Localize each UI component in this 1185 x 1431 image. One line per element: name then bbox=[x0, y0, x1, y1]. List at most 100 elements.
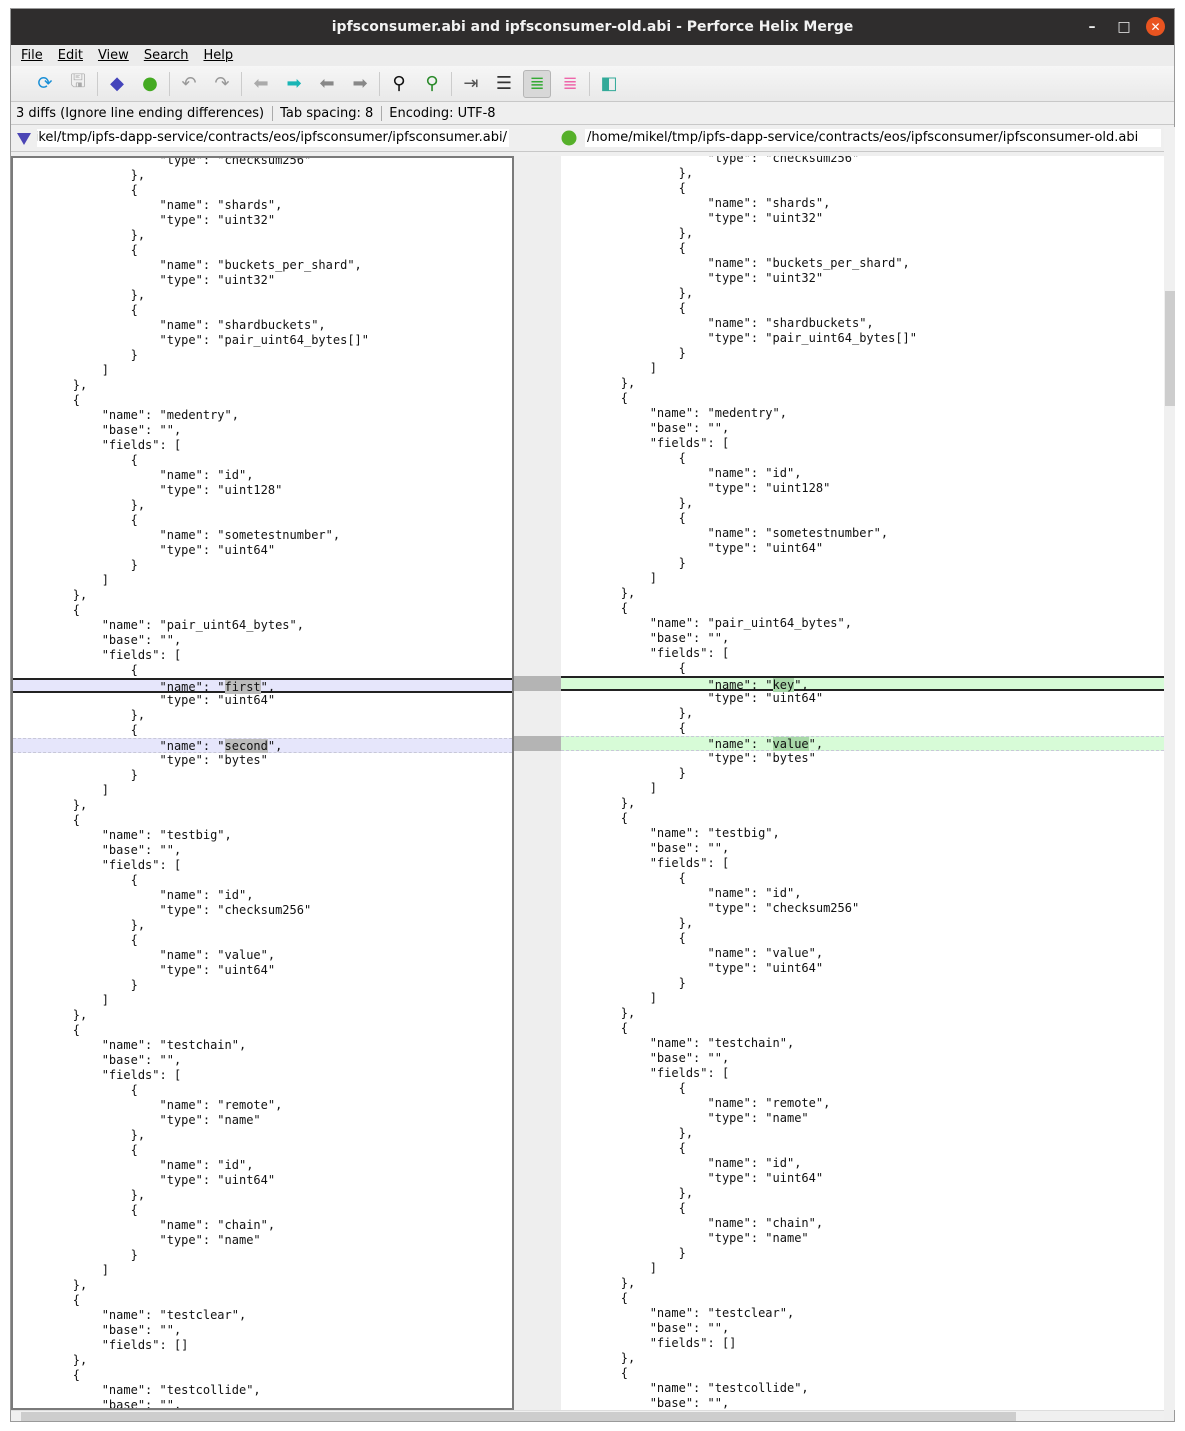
next-change-button[interactable]: ➡ bbox=[346, 70, 374, 98]
diff-suffix: ", bbox=[260, 680, 276, 694]
code-line: "type": "name" bbox=[15, 1233, 261, 1247]
code-line: "type": "uint32" bbox=[15, 213, 276, 227]
left-text-pane[interactable]: "type": "checksum256" }, { "name": "shar… bbox=[11, 156, 514, 1410]
code-line: "base": "", bbox=[15, 1323, 182, 1337]
code-line: }, bbox=[563, 706, 694, 720]
code-line: }, bbox=[15, 1353, 88, 1367]
code-line: }, bbox=[15, 378, 88, 392]
left-file-path[interactable]: /home/mikel/tmp/ipfs-dapp-service/contra… bbox=[37, 129, 509, 147]
line-numbers-icon: ☰ bbox=[495, 73, 513, 94]
minimize-button[interactable]: – bbox=[1088, 19, 1096, 35]
right-text-pane[interactable]: "type": "checksum256" }, { "name": "shar… bbox=[561, 156, 1164, 1410]
code-line: }, bbox=[15, 1008, 88, 1022]
menu-help[interactable]: Help bbox=[203, 48, 234, 63]
previous-change-icon: ⬅ bbox=[319, 73, 335, 94]
code-line: { bbox=[15, 243, 138, 257]
code-line: "type": "name" bbox=[563, 1111, 809, 1125]
previous-change-button[interactable]: ⬅ bbox=[313, 70, 341, 98]
diff-highlight: first bbox=[224, 680, 261, 694]
diff-prefix: "name": " bbox=[563, 678, 773, 692]
toolbar-separator bbox=[241, 71, 242, 96]
code-line: { bbox=[563, 931, 686, 945]
code-line: ] bbox=[563, 1261, 657, 1275]
code-line: "fields": [ bbox=[563, 436, 730, 450]
code-line: "type": "uint32" bbox=[563, 271, 824, 285]
find-next-button[interactable]: ⚲ bbox=[418, 70, 446, 98]
undo-button[interactable]: ↶ bbox=[175, 70, 203, 98]
show-whitespace-button[interactable]: ⇥ bbox=[457, 70, 485, 98]
toolbar: ⟳🖫◆●↶↷⬅➡⬅➡⚲⚲⇥☰≣≣◧ bbox=[11, 66, 1174, 102]
window-title: ipfsconsumer.abi and ipfsconsumer-old.ab… bbox=[331, 19, 854, 35]
menu-file[interactable]: File bbox=[21, 48, 43, 63]
refresh-button[interactable]: ⟳ bbox=[31, 70, 59, 98]
right-file-path[interactable]: /home/mikel/tmp/ipfs-dapp-service/contra… bbox=[585, 129, 1161, 147]
code-line: "name": "testbig", bbox=[563, 826, 780, 840]
save-button[interactable]: 🖫 bbox=[64, 70, 92, 98]
diff-highlight-button[interactable]: ≣ bbox=[523, 69, 551, 98]
code-line: "name": "testcollide", bbox=[15, 1383, 261, 1397]
inline-diff-button[interactable]: ≣ bbox=[556, 70, 584, 98]
right-file-marker-icon bbox=[561, 130, 577, 146]
code-line: "type": "checksum256" bbox=[15, 156, 312, 167]
code-line: }, bbox=[15, 1188, 146, 1202]
menu-view[interactable]: View bbox=[97, 48, 129, 63]
horizontal-scrollbar[interactable] bbox=[11, 1410, 1164, 1421]
layout-button[interactable]: ◧ bbox=[595, 70, 623, 98]
code-line: }, bbox=[563, 226, 694, 240]
code-line: "type": "checksum256" bbox=[563, 156, 860, 165]
previous-diff-button[interactable]: ⬅ bbox=[247, 70, 275, 98]
code-line: "type": "uint64" bbox=[15, 693, 276, 707]
code-line: { bbox=[563, 391, 629, 405]
code-line: { bbox=[15, 1083, 138, 1097]
code-line: { bbox=[563, 601, 629, 615]
code-line: "base": "", bbox=[15, 1053, 182, 1067]
diff-gutter-marker[interactable] bbox=[514, 736, 561, 751]
code-line: "base": "", bbox=[15, 423, 182, 437]
code-line: }, bbox=[563, 1186, 694, 1200]
code-line: }, bbox=[15, 498, 146, 512]
code-line: } bbox=[15, 768, 138, 782]
code-line: { bbox=[15, 303, 138, 317]
code-line: { bbox=[15, 1203, 138, 1217]
code-line: { bbox=[15, 1293, 81, 1307]
horizontal-scroll-thumb[interactable] bbox=[21, 1412, 1016, 1421]
code-line: "type": "uint32" bbox=[563, 211, 824, 225]
find-button[interactable]: ⚲ bbox=[385, 70, 413, 98]
file-paths-bar: /home/mikel/tmp/ipfs-dapp-service/contra… bbox=[11, 125, 1174, 152]
menu-search[interactable]: Search bbox=[143, 48, 189, 63]
vertical-scroll-thumb[interactable] bbox=[1165, 291, 1175, 406]
code-line: }, bbox=[563, 1351, 636, 1365]
code-line: "base": "", bbox=[563, 1396, 730, 1410]
code-line: { bbox=[15, 453, 138, 467]
tab-spacing: Tab spacing: 8 bbox=[280, 105, 383, 121]
code-line: "name": "shards", bbox=[563, 196, 831, 210]
code-line: "name": "testchain", bbox=[563, 1036, 795, 1050]
edit-right-button[interactable]: ● bbox=[136, 70, 164, 98]
code-line: { bbox=[15, 933, 138, 947]
code-line: { bbox=[15, 723, 138, 737]
title-bar: ipfsconsumer.abi and ipfsconsumer-old.ab… bbox=[11, 9, 1174, 45]
code-line: "type": "checksum256" bbox=[563, 901, 860, 915]
vertical-scrollbar[interactable] bbox=[1164, 127, 1175, 1410]
code-line: } bbox=[563, 346, 686, 360]
code-line: "type": "uint64" bbox=[563, 1171, 824, 1185]
code-line: "base": "", bbox=[15, 1398, 182, 1410]
diff-suffix: ", bbox=[794, 678, 809, 692]
code-line: "type": "pair_uint64_bytes[]" bbox=[15, 333, 370, 347]
code-line: "name": "testcollide", bbox=[563, 1381, 809, 1395]
maximize-button[interactable]: □ bbox=[1117, 19, 1131, 35]
code-line: { bbox=[563, 1141, 686, 1155]
menu-edit[interactable]: Edit bbox=[57, 48, 83, 63]
edit-left-button[interactable]: ◆ bbox=[103, 70, 131, 98]
redo-button[interactable]: ↷ bbox=[208, 70, 236, 98]
code-line: "name": "testclear", bbox=[15, 1308, 247, 1322]
code-line: { bbox=[15, 873, 138, 887]
code-line: { bbox=[563, 511, 686, 525]
code-line: ] bbox=[15, 363, 109, 377]
code-line: "type": "bytes" bbox=[563, 751, 816, 765]
close-button[interactable]: ✕ bbox=[1146, 17, 1165, 36]
code-line: { bbox=[563, 241, 686, 255]
next-diff-button[interactable]: ➡ bbox=[280, 70, 308, 98]
diff-gutter-marker[interactable] bbox=[514, 676, 561, 691]
line-numbers-button[interactable]: ☰ bbox=[490, 70, 518, 98]
